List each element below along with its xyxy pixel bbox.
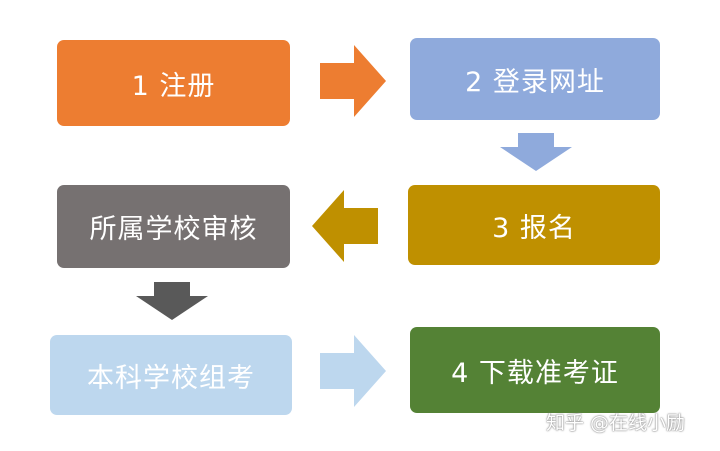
watermark: 知乎 @在线小励 — [546, 412, 686, 434]
arrow-down-icon — [500, 133, 572, 171]
step-login: 2 登录网址 — [410, 38, 660, 120]
arrow-left-icon — [312, 190, 378, 262]
step-exam-org: 本科学校组考 — [50, 335, 292, 415]
step-download-ticket: 4 下载准考证 — [410, 327, 660, 413]
arrow-right-icon — [320, 45, 386, 117]
step-apply: 3 报名 — [408, 185, 660, 265]
step-register: 1 注册 — [57, 40, 290, 126]
arrow-down-icon — [136, 282, 208, 320]
arrow-right-icon — [320, 335, 386, 407]
step-school-review: 所属学校审核 — [57, 185, 290, 268]
